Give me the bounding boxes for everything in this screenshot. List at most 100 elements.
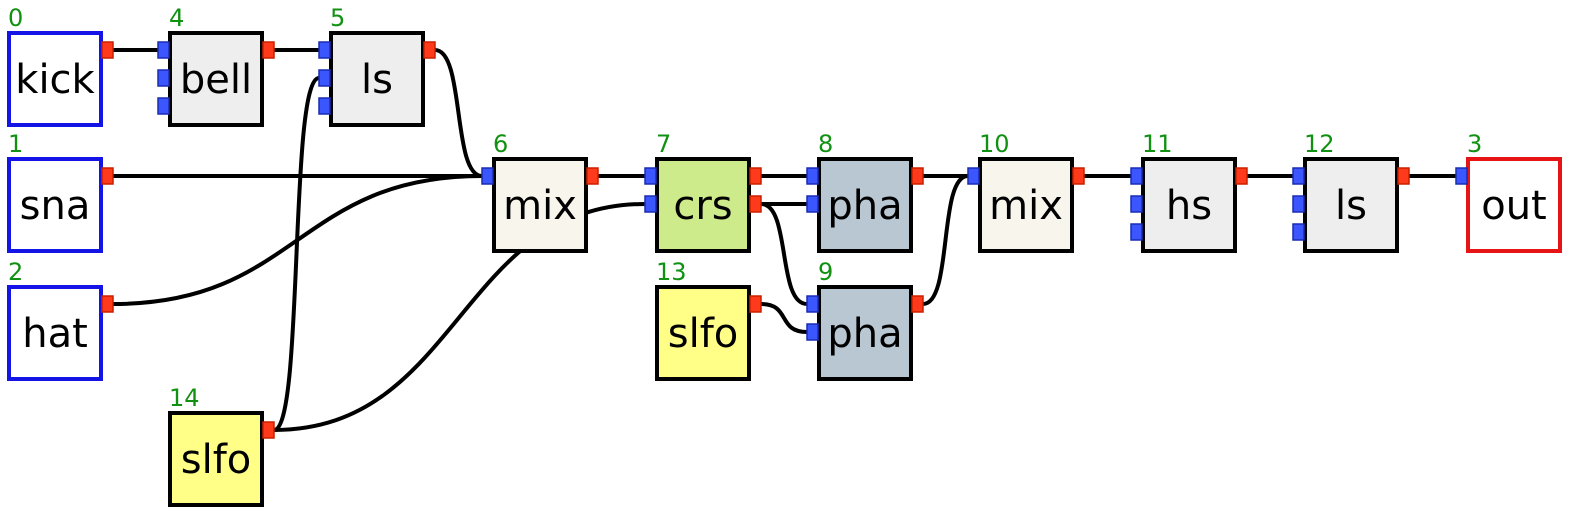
output-port[interactable] [749, 295, 762, 313]
node-label: pha [827, 183, 902, 229]
node-0[interactable]: 0 kick [7, 4, 114, 127]
output-port[interactable] [586, 167, 599, 185]
node-11[interactable]: 11 hs [1130, 130, 1248, 253]
output-port[interactable] [423, 41, 436, 59]
input-port[interactable] [157, 97, 170, 115]
output-port[interactable] [262, 41, 275, 59]
output-port[interactable] [749, 167, 762, 185]
input-port[interactable] [1130, 195, 1143, 213]
output-port[interactable] [911, 167, 924, 185]
node-label: out [1481, 183, 1547, 229]
input-port[interactable] [157, 69, 170, 87]
node-label: mix [503, 183, 577, 229]
node-label: bell [180, 57, 252, 103]
node-box[interactable] [7, 31, 103, 127]
node-label: slfo [668, 311, 739, 357]
node-id-label: 12 [1304, 130, 1335, 158]
input-port[interactable] [1130, 223, 1143, 241]
input-port[interactable] [1292, 167, 1305, 185]
node-2[interactable]: 2 hat [7, 258, 114, 381]
node-id-label: 11 [1142, 130, 1173, 158]
output-port[interactable] [1235, 167, 1248, 185]
node-9[interactable]: 9 pha [806, 258, 924, 381]
node-id-label: 0 [8, 4, 23, 32]
node-label: slfo [181, 437, 252, 483]
input-port[interactable] [1292, 223, 1305, 241]
node-label: kick [15, 57, 95, 103]
wire-5-to-6 [434, 48, 483, 178]
input-port[interactable] [481, 167, 494, 185]
output-port[interactable] [262, 421, 275, 439]
node-box[interactable] [168, 31, 264, 127]
input-port[interactable] [157, 41, 170, 59]
output-port[interactable] [101, 167, 114, 185]
input-port[interactable] [806, 323, 819, 341]
node-10[interactable]: 10 mix [967, 130, 1085, 253]
input-port[interactable] [1292, 195, 1305, 213]
input-port[interactable] [318, 69, 331, 87]
node-box[interactable] [329, 31, 425, 127]
node-id-label: 6 [493, 130, 508, 158]
node-id-label: 1 [8, 130, 23, 158]
wire-13-to-9 [760, 302, 808, 334]
node-box[interactable] [1466, 157, 1562, 253]
node-label: pha [827, 311, 902, 357]
node-id-label: 13 [656, 258, 687, 286]
node-box[interactable] [1141, 157, 1237, 253]
wire-14-to-7 [273, 202, 646, 432]
node-label: ls [361, 57, 393, 103]
wire-layer [112, 47, 1456, 432]
node-3[interactable]: 3 out [1455, 130, 1562, 253]
input-port[interactable] [1130, 167, 1143, 185]
input-port[interactable] [318, 41, 331, 59]
node-id-label: 9 [818, 258, 833, 286]
node-1[interactable]: 1 sna [7, 130, 114, 253]
node-box[interactable] [7, 157, 103, 253]
output-port[interactable] [101, 295, 114, 313]
output-port[interactable] [101, 41, 114, 59]
input-port[interactable] [806, 167, 819, 185]
input-port[interactable] [806, 295, 819, 313]
input-port[interactable] [1455, 167, 1468, 185]
node-box[interactable] [1303, 157, 1399, 253]
node-id-label: 2 [8, 258, 23, 286]
node-box[interactable] [655, 157, 751, 253]
node-id-label: 5 [330, 4, 345, 32]
node-14[interactable]: 14 slfo [168, 384, 275, 507]
input-port[interactable] [644, 195, 657, 213]
node-box[interactable] [7, 285, 103, 381]
node-13[interactable]: 13 slfo [655, 258, 762, 381]
input-port[interactable] [967, 167, 980, 185]
node-id-label: 10 [979, 130, 1010, 158]
node-id-label: 8 [818, 130, 833, 158]
node-id-label: 3 [1467, 130, 1482, 158]
node-label: hs [1166, 183, 1212, 229]
node-id-label: 14 [169, 384, 200, 412]
input-port[interactable] [644, 167, 657, 185]
node-5[interactable]: 5 ls [318, 4, 436, 127]
node-label: mix [989, 183, 1063, 229]
node-8[interactable]: 8 pha [806, 130, 924, 253]
node-label: sna [20, 183, 91, 229]
node-box[interactable] [655, 285, 751, 381]
node-box[interactable] [168, 411, 264, 507]
wire-7-to-9 [760, 202, 808, 306]
node-box[interactable] [817, 285, 913, 381]
node-box[interactable] [978, 157, 1074, 253]
node-id-label: 7 [656, 130, 671, 158]
output-port[interactable] [1072, 167, 1085, 185]
node-6[interactable]: 6 mix [481, 130, 599, 253]
node-box[interactable] [817, 157, 913, 253]
output-port[interactable] [1397, 167, 1410, 185]
input-port[interactable] [318, 97, 331, 115]
output-port[interactable] [911, 295, 924, 313]
node-label: ls [1335, 183, 1367, 229]
output-port[interactable] [749, 195, 762, 213]
node-box[interactable] [492, 157, 588, 253]
input-port[interactable] [806, 195, 819, 213]
node-label: hat [22, 311, 88, 357]
